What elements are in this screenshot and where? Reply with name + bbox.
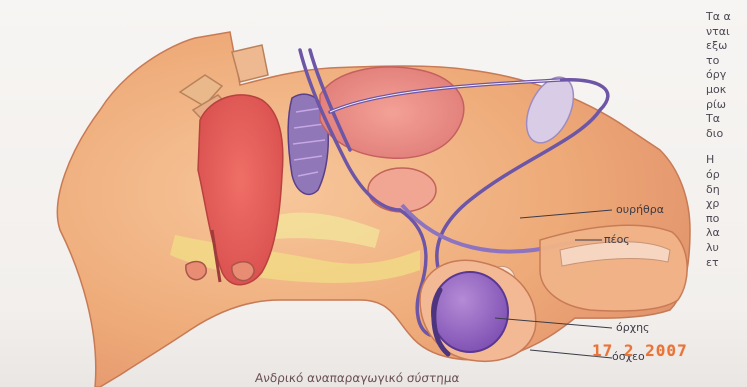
side-text-line: ετ [706, 256, 747, 271]
label-penis: πέος [604, 233, 630, 246]
side-text-line: δη [706, 183, 747, 198]
male-reproductive-system-illustration [0, 0, 700, 387]
side-text-line: νται [706, 25, 747, 40]
side-text-line: χρ [706, 197, 747, 212]
side-text-line: όρ [706, 168, 747, 183]
side-text-column: Τα α νται εξω το όργ μοκ ρίω Τα διο Η όρ… [706, 10, 747, 387]
side-text-line: λα [706, 226, 747, 241]
side-text-line: διο [706, 127, 747, 142]
side-text-line: όργ [706, 68, 747, 83]
label-testis: όρχης [616, 321, 650, 334]
side-text-line: λυ [706, 241, 747, 256]
side-text-line: πο [706, 212, 747, 227]
side-text-line: το [706, 54, 747, 69]
anus-fold-right [232, 262, 254, 281]
bladder [320, 67, 464, 158]
testis [432, 272, 508, 352]
paragraph-gap [706, 141, 747, 153]
label-urethra: ουρήθρα [616, 203, 664, 216]
side-text-line: εξω [706, 39, 747, 54]
side-text-line: Τα [706, 112, 747, 127]
figure-caption: Ανδρικό αναπαραγωγικό σύστημα [255, 371, 460, 385]
side-text-line: Τα α [706, 10, 747, 25]
side-text-line: Η [706, 153, 747, 168]
date-stamp: 17 2 2007 [592, 341, 688, 360]
side-text-line: μοκ [706, 83, 747, 98]
anus-fold-left [186, 262, 206, 280]
side-text-line: ρίω [706, 98, 747, 113]
